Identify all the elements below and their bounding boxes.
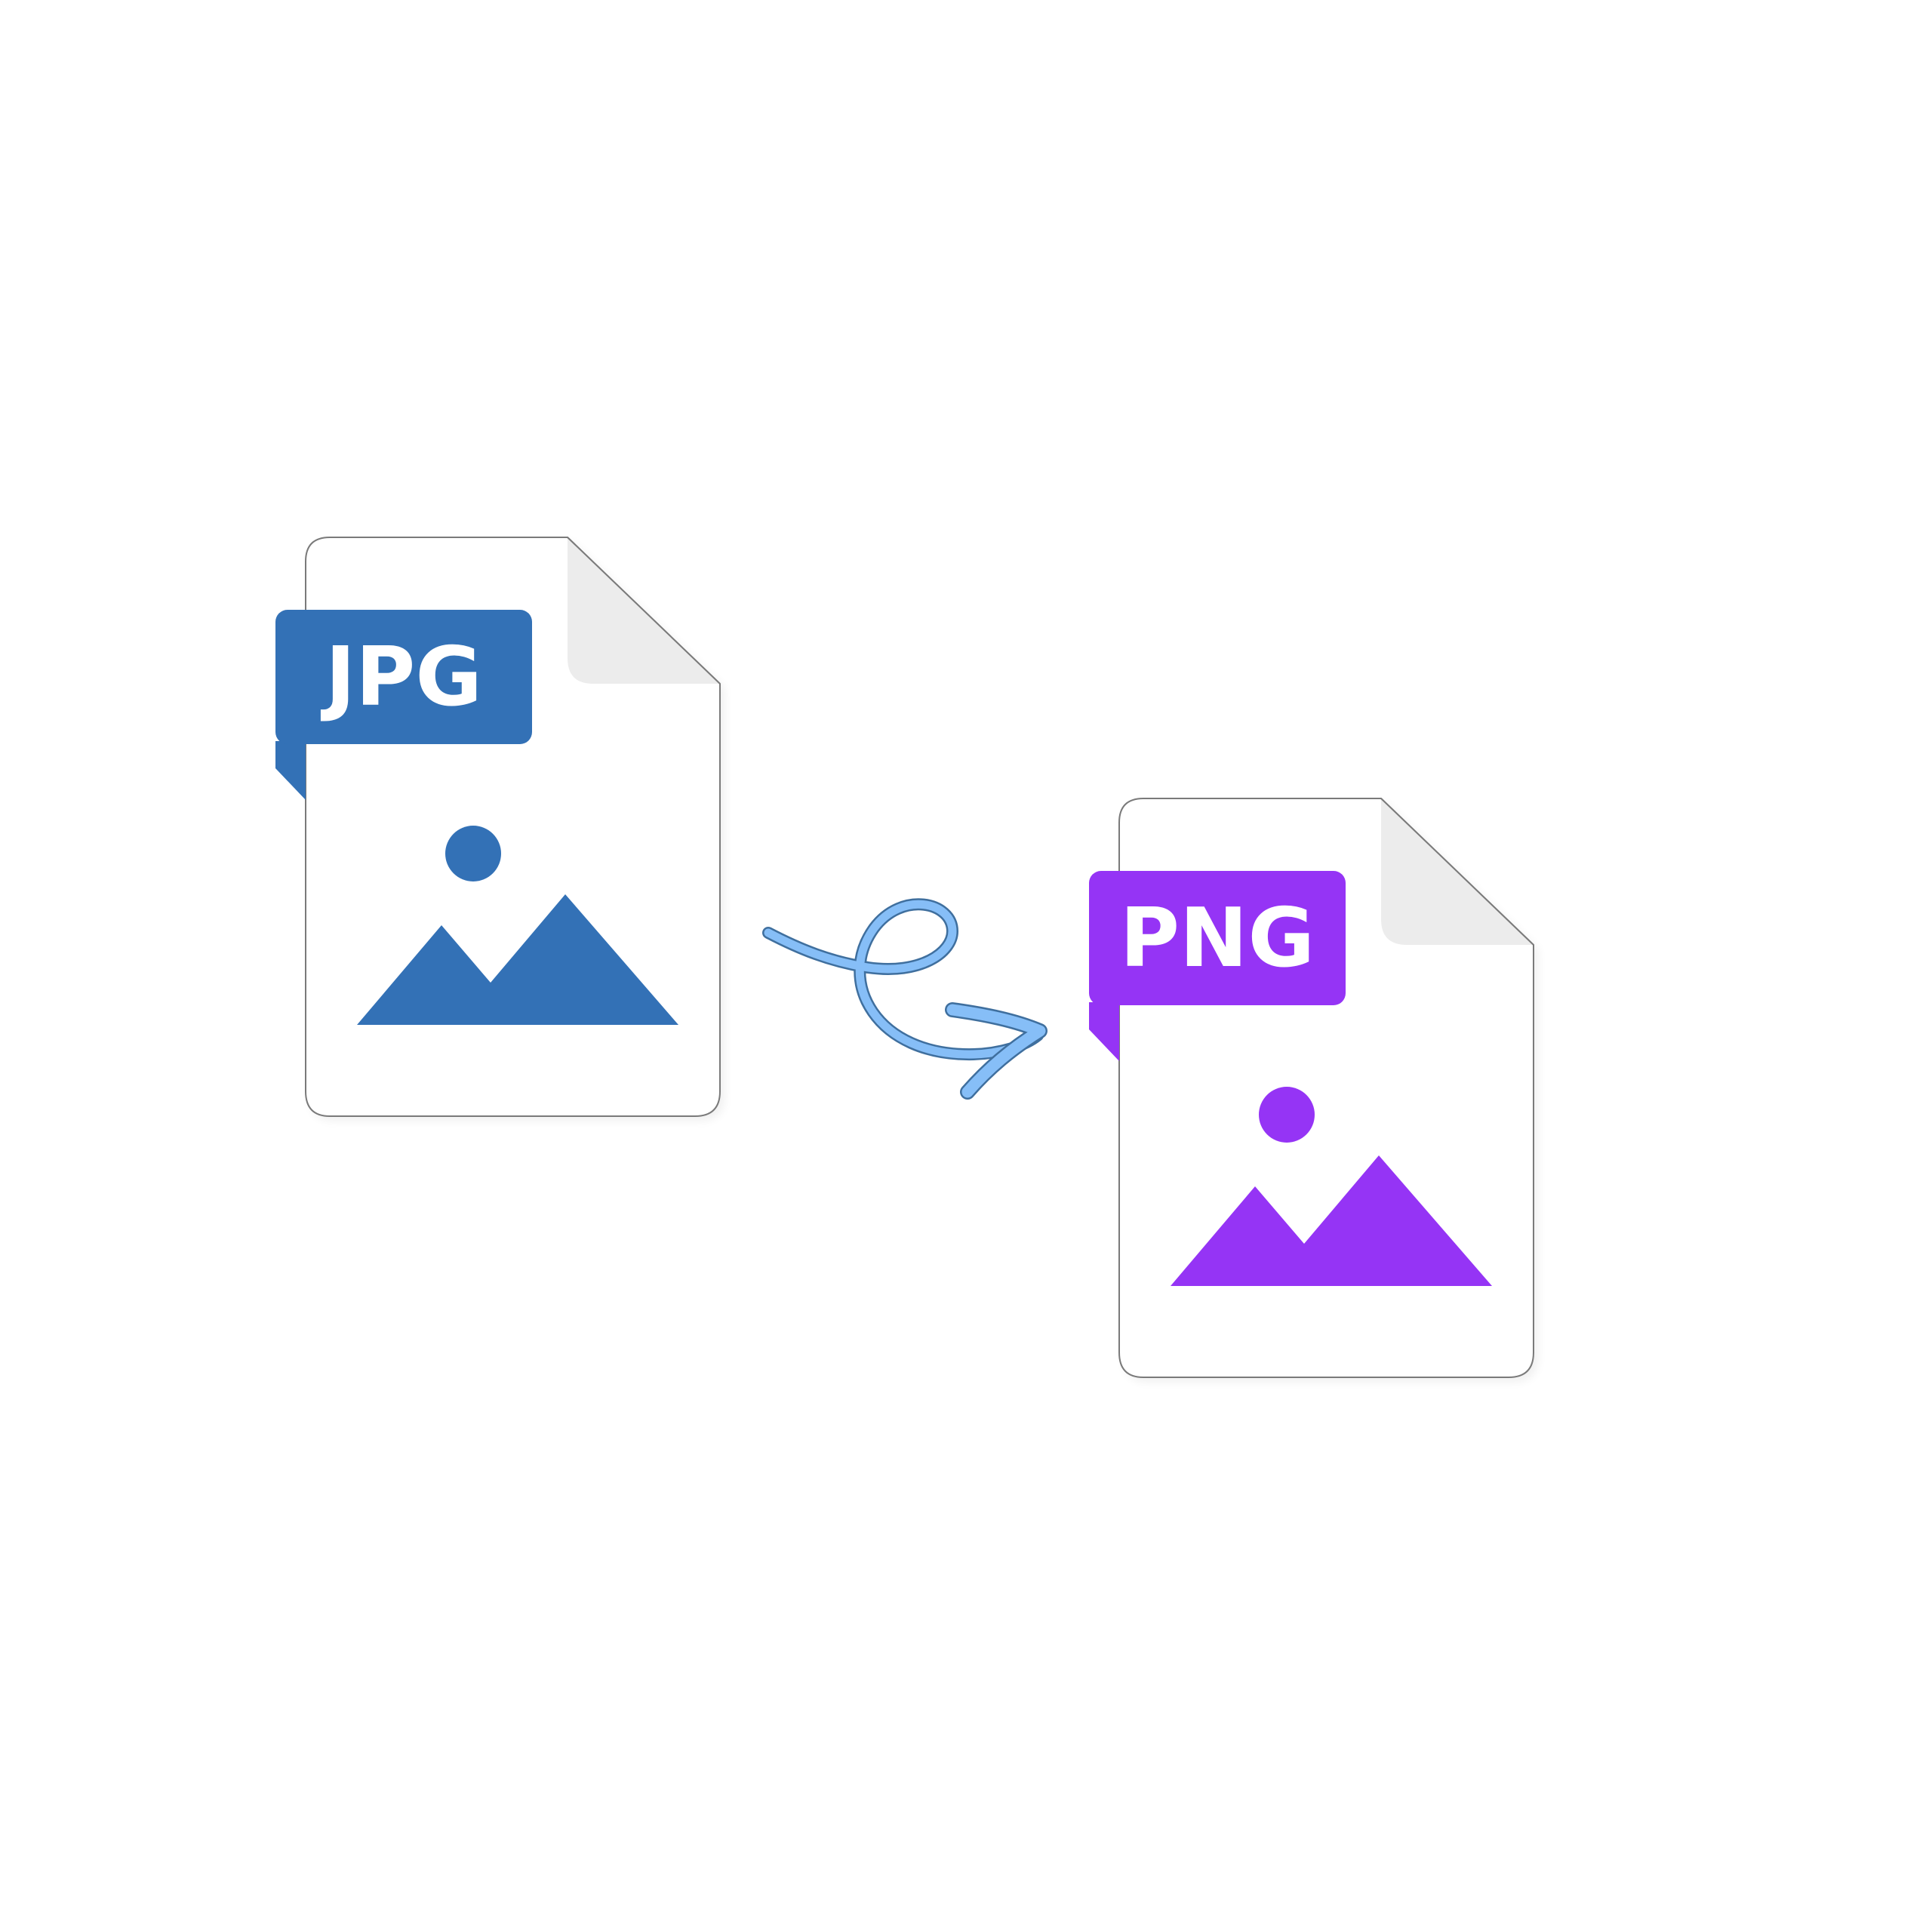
badge-tab-shadow [275, 741, 306, 800]
arrow-stroke [764, 900, 1042, 1059]
jpg-badge [275, 610, 532, 744]
jpg-badge-label: JPG [320, 630, 482, 724]
badge-tab-shadow [1089, 1002, 1119, 1061]
sun-icon [1259, 1087, 1315, 1143]
curly-arrow-right-icon [762, 898, 1048, 1100]
file-fold-edge [1380, 798, 1534, 946]
png-badge-label: PNG [1120, 891, 1315, 986]
sun-icon [445, 826, 501, 881]
arrow-head [946, 1004, 1046, 1098]
png-file-icon: PNG [1089, 798, 1538, 1382]
jpg-file-icon: JPG [275, 537, 724, 1121]
mountain-icon [357, 894, 678, 1025]
mountain-icon [1171, 1155, 1492, 1286]
arrow-stroke-outline [762, 898, 1044, 1061]
file-fold-edge [567, 537, 721, 685]
png-badge [1089, 871, 1346, 1005]
